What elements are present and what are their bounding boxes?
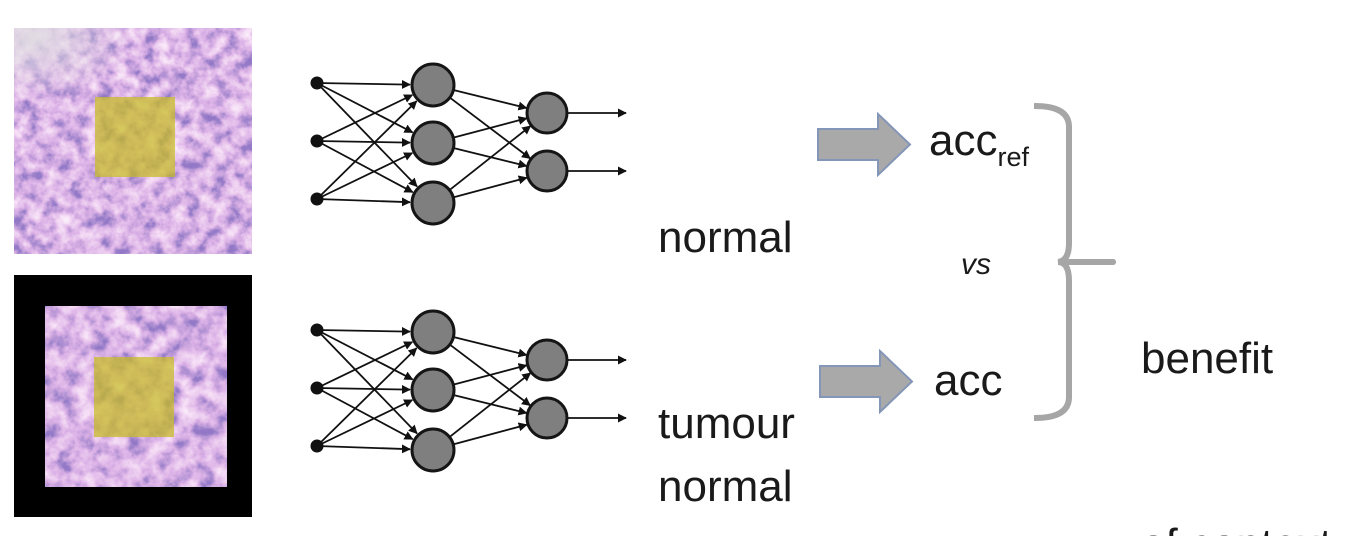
accuracy-ref-label: accref: [929, 116, 1029, 171]
conclusion-text: benefit of context: [1141, 204, 1332, 536]
acc-base: acc: [929, 116, 998, 165]
acc-subscript: ref: [997, 142, 1029, 172]
neural-network-bottom: [300, 295, 635, 490]
class-label-tumour: tumour: [658, 399, 795, 448]
vs-label: vs: [961, 248, 991, 281]
acc-base: acc: [934, 356, 1003, 405]
conclusion-line1: benefit: [1141, 334, 1274, 383]
patch-highlight-region: [95, 97, 175, 177]
class-labels-top: normal tumour: [658, 83, 795, 536]
block-arrow-icon: [817, 113, 911, 176]
accuracy-label: acc: [934, 358, 1002, 404]
class-labels-bottom: normal tumour: [658, 332, 795, 536]
conclusion-line2: of context: [1141, 514, 1332, 536]
class-label-normal: normal: [658, 213, 793, 262]
curly-brace: [1034, 103, 1116, 421]
patch-highlight-region: [94, 357, 174, 437]
neural-network-top: [300, 48, 635, 243]
class-label-normal: normal: [658, 462, 793, 511]
block-arrow-icon: [819, 350, 913, 413]
